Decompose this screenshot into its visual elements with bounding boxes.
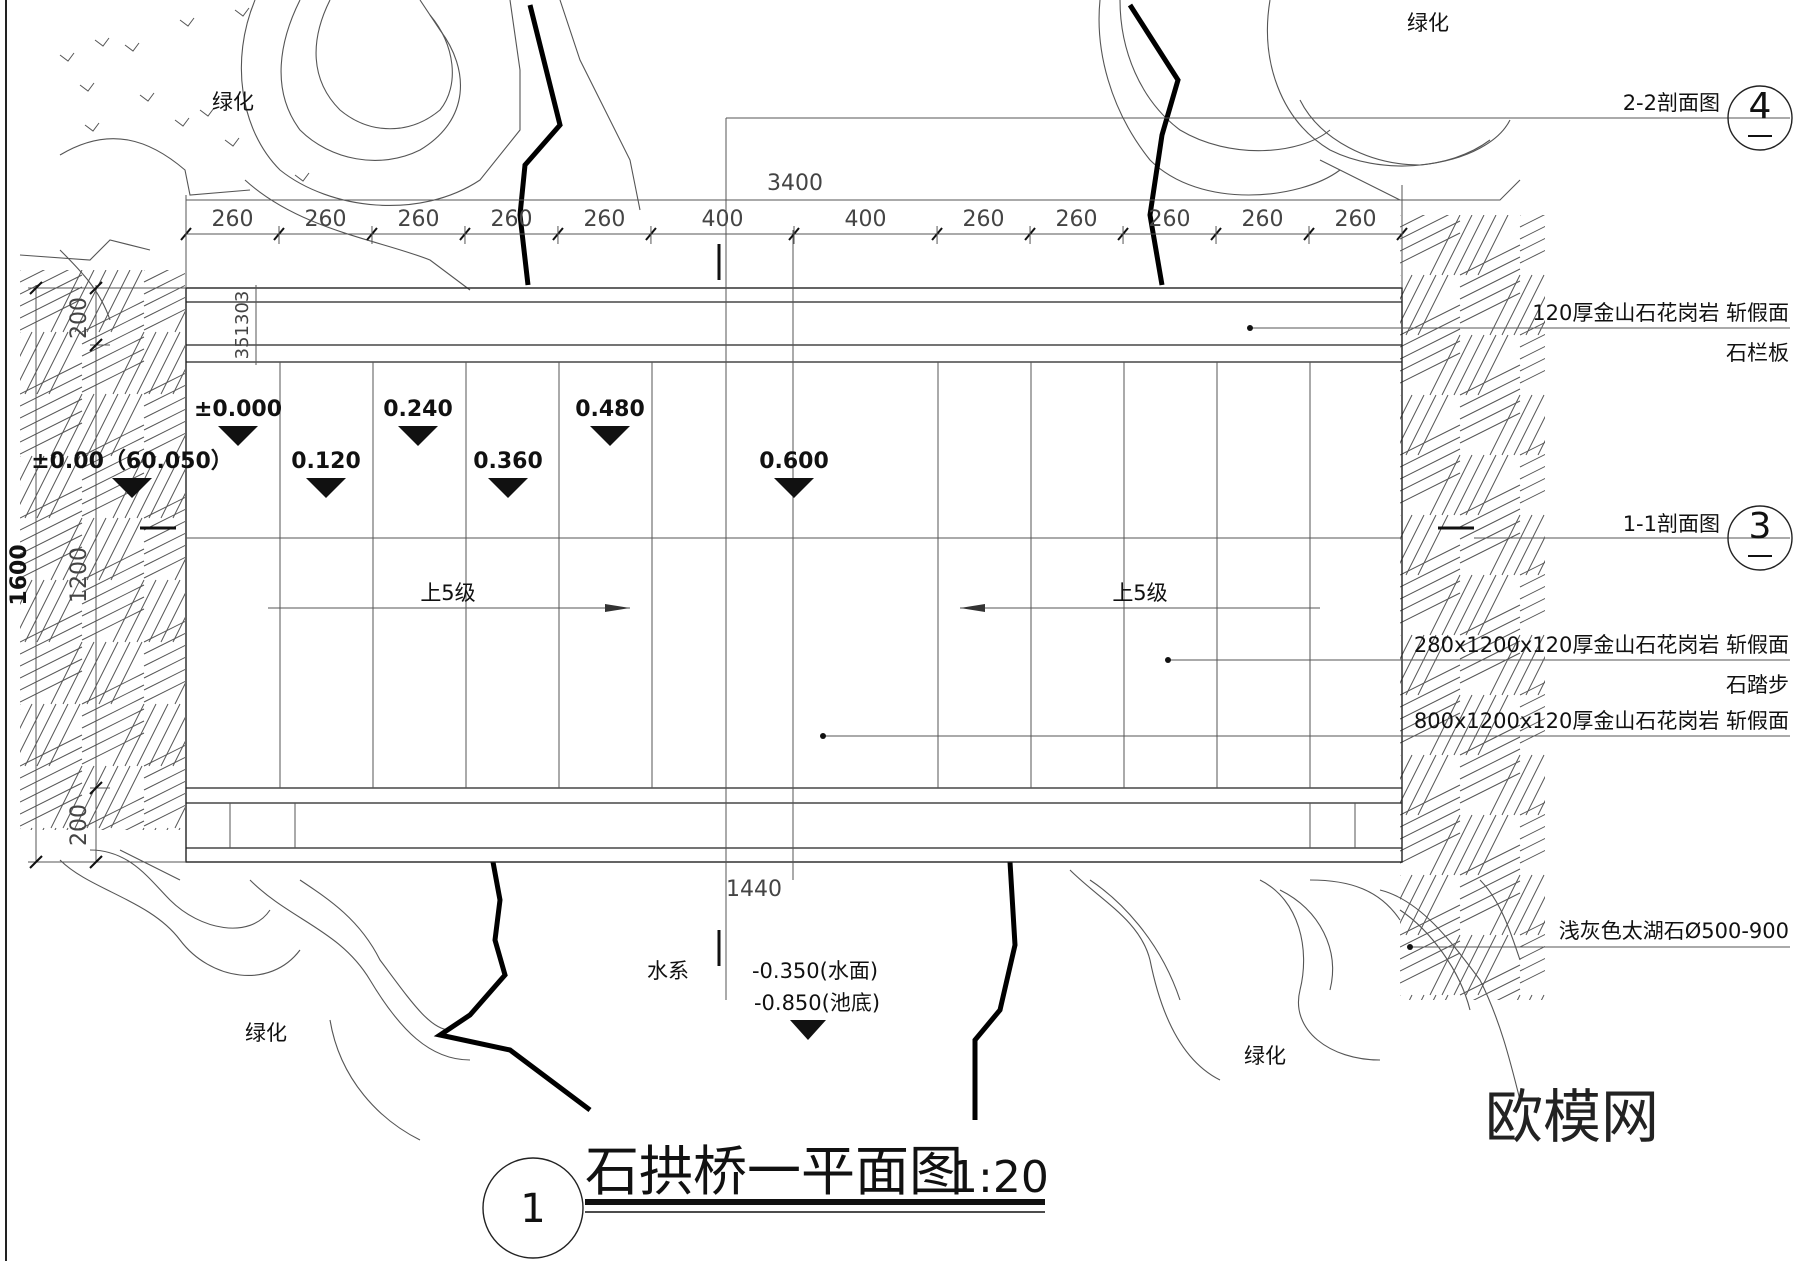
level-marker-7 [774,478,814,498]
dim-overall: 3400 [767,171,823,196]
dim-segment-6: 400 [701,207,743,232]
level-label-4: 0.240 [383,397,453,422]
dim-segment-11: 260 [1242,207,1284,232]
level-marker-6 [590,426,630,446]
level-marker-4 [398,426,438,446]
dim-segment-7: 400 [845,207,887,232]
callout-stone-step: 石踏步 [1726,673,1789,697]
greening-label-nw: 绿化 [212,90,254,114]
grass-marks [59,7,310,182]
dim-segment-3: 260 [397,207,439,232]
section-label-1-1: 1-1剖面图 [1623,512,1720,536]
steps-label-right: 上5级 [1112,581,1167,605]
level-label-3: 0.120 [291,449,361,474]
section-cut-marks [140,244,1474,966]
water-level-marker [790,1020,826,1040]
dim-width-total: 1600 [7,544,32,605]
callout-taihu-stone: 浅灰色太湖石Ø500-900 [1559,919,1789,943]
callout-granite-slab: 120厚金山石花岗岩 斩假面 [1532,301,1789,325]
drawing-number: 1 [520,1186,545,1232]
dim-segment-1: 260 [211,207,253,232]
dim-segment-10: 260 [1149,207,1191,232]
dim-width-mid: 1200 [67,547,92,603]
water-banks [433,3,1181,1120]
dim-bottom: 1440 [726,877,782,902]
level-marker-3 [306,478,346,498]
dimension-chain-top [180,185,1408,288]
dim-segment-4: 260 [490,207,532,232]
level-label-2: ±0.000 [194,397,282,422]
greening-label-sw: 绿化 [245,1021,287,1045]
section-number-3: 3 [1749,506,1772,547]
dim-segment-5: 260 [583,207,625,232]
water-bottom-level: -0.850(池底) [754,991,880,1015]
dim-segment-labels: 260 260 260 260 260 400 400 260 260 260 260 260 [211,207,1376,232]
greening-label-ne: 绿化 [1407,11,1449,35]
section-callout-1-1 [1474,505,1793,571]
level-marker-2 [218,426,258,446]
dim-segment-8: 260 [963,207,1005,232]
callout-step-granite: 280x1200x120厚金山石花岗岩 斩假面 [1414,633,1789,657]
dimension-chain-left [28,281,257,869]
level-label-5: 0.360 [473,449,543,474]
section-label-2-2: 2-2剖面图 [1623,91,1720,115]
dim-segment-9: 260 [1056,207,1098,232]
drawing-number-circle [482,1157,584,1259]
level-marker-1 [112,478,152,498]
left-paving-hatch [20,270,185,830]
water-label: 水系 [647,959,689,983]
dim-segment-12: 260 [1335,207,1377,232]
dim-width-bottom: 200 [67,804,92,846]
bridge-body [185,118,1403,1000]
watermark-logo: 欧模网 [1485,1083,1659,1151]
drawing-scale: 1:20 [950,1152,1049,1203]
level-marker-5 [488,478,528,498]
right-paving-hatch [1400,215,1545,1000]
level-label-6: 0.480 [575,397,645,422]
water-surface-level: -0.350(水面) [752,959,878,983]
drawing-title: 石拱桥一平面图 [585,1140,963,1203]
section-callout-2-2 [726,85,1793,151]
callout-stone-railing: 石栏板 [1726,341,1789,365]
greening-label-se: 绿化 [1244,1044,1286,1068]
callout-deck-granite: 800x1200x120厚金山石花岗岩 斩假面 [1414,709,1789,733]
steps-label-left: 上5级 [420,581,475,605]
level-label-1: ±0.00（60.050） [31,449,233,474]
level-markers: ±0.00（60.050） ±0.000 0.120 0.240 0.360 0.480 0… [31,397,829,498]
dim-width-top: 200 [67,297,92,339]
material-leaders [820,325,1790,950]
section-number-4: 4 [1749,86,1772,127]
dim-rail-parts: 351303 [232,291,253,360]
dim-segment-2: 260 [304,207,346,232]
level-label-7: 0.600 [759,449,829,474]
